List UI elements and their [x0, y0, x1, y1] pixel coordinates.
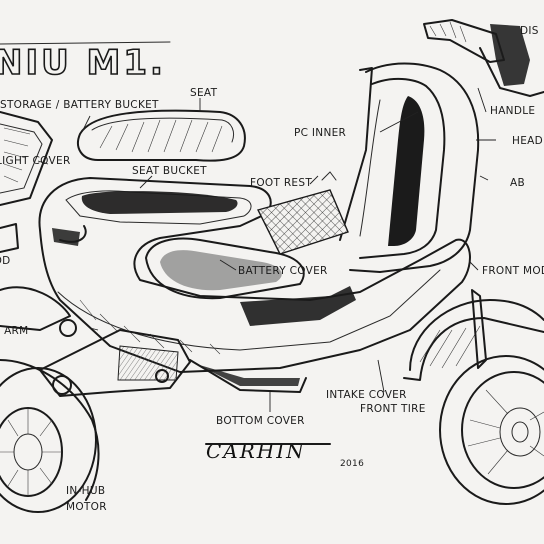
- label-dis: DIS: [520, 25, 539, 37]
- title-guide-line: [0, 41, 171, 45]
- label-head: HEAD: [512, 135, 543, 147]
- label-intake-cover: INTAKE COVER: [326, 389, 407, 401]
- handle-drawing: [423, 19, 544, 97]
- front-module-drawing: [403, 289, 544, 381]
- label-front-module: FRONT MOD: [482, 265, 544, 277]
- label-seat: SEAT: [190, 87, 218, 99]
- label-ab: AB: [510, 177, 525, 189]
- label-hub: IN-HUB: [66, 485, 105, 497]
- battery-cover-drawing: [145, 237, 356, 326]
- swing-arm-drawing: [0, 286, 191, 397]
- main-body-drawing: [38, 177, 471, 373]
- storage-bucket-drawing: [0, 111, 53, 253]
- label-motor: MOTOR: [66, 501, 107, 513]
- label-foot-rest: FOOT REST: [250, 177, 312, 189]
- label-seat-bucket: SEAT BUCKET: [132, 165, 207, 177]
- label-bottom-cover: BOTTOM COVER: [216, 415, 305, 427]
- signature: CARHIN 2016: [205, 439, 364, 469]
- bottom-cover-drawing: [189, 359, 307, 393]
- label-rod: ROD: [0, 255, 11, 267]
- foot-rest-drawing: [256, 171, 349, 255]
- label-storage: STORAGE / BATTERY BUCKET: [0, 99, 159, 111]
- leader-lines: [37, 87, 496, 412]
- label-handle: HANDLE: [490, 105, 535, 117]
- label-pc-inner: PC INNER: [294, 127, 346, 139]
- title: NIU M1.: [0, 43, 166, 83]
- label-battery-cover: BATTERY COVER: [238, 265, 328, 277]
- label-front-tire: FRONT TIRE: [360, 403, 426, 415]
- rear-wheel-drawing: [0, 359, 100, 513]
- signature-year: 2016: [340, 459, 364, 469]
- front-wheel-drawing: [439, 355, 544, 505]
- seat-drawing: [77, 109, 246, 162]
- pc-inner-drawing: [339, 62, 480, 273]
- label-swing-arm: G ARM: [0, 325, 29, 337]
- signature-name: CARHIN: [206, 439, 306, 463]
- bottom-cover-shade: [196, 364, 300, 386]
- label-light-cover: LIGHT COVER: [0, 155, 71, 167]
